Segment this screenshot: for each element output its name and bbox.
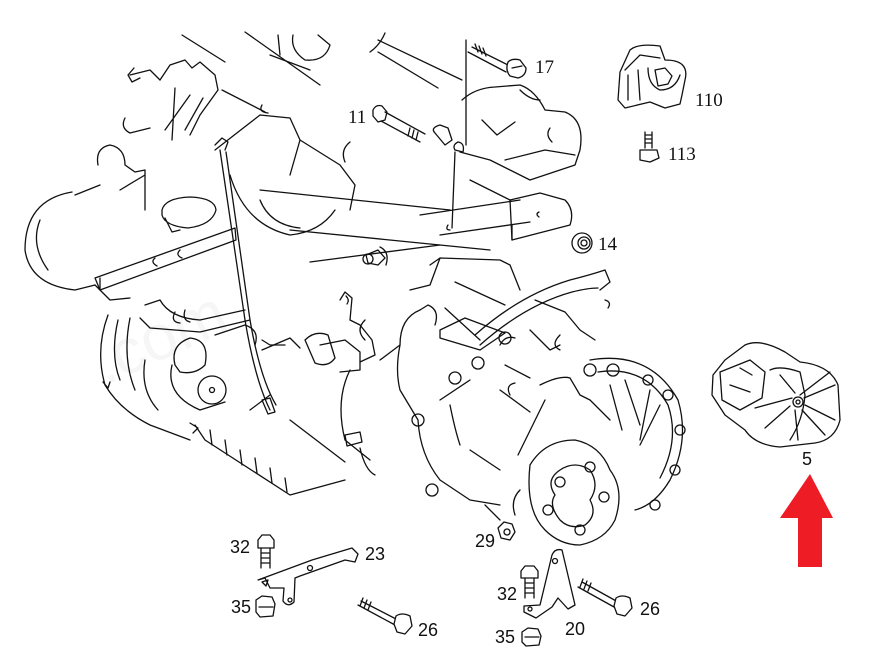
part-32-bolt-left <box>257 534 275 569</box>
part-5-rubber-mount <box>711 342 841 448</box>
part-20-bracket <box>523 548 576 619</box>
part-35-nut-left <box>255 595 276 618</box>
part-23-bracket <box>257 547 359 606</box>
transmission-housing <box>379 257 686 546</box>
highlight-arrow-icon <box>780 474 833 567</box>
part-26-bolt-right <box>577 578 633 617</box>
callout-110: 110 <box>695 90 723 111</box>
part-29-nut <box>497 521 516 541</box>
part-35-nut-center <box>521 627 542 647</box>
callout-20: 20 <box>565 619 586 639</box>
callout-26-right: 26 <box>640 599 661 619</box>
stud-fitting <box>362 246 388 266</box>
part-113-bolt <box>639 131 660 163</box>
part-26-bolt-left <box>357 597 413 635</box>
callout-5: 5 <box>802 449 813 469</box>
callout-32-left: 32 <box>230 537 251 557</box>
starter-motor <box>304 291 376 476</box>
callout-35-center: 35 <box>495 627 516 647</box>
oil-filter-housing <box>24 144 237 301</box>
part-17-bolt <box>467 43 527 79</box>
dipstick-tube <box>214 137 277 415</box>
callout-14: 14 <box>598 234 617 255</box>
callout-26-left: 26 <box>418 620 439 640</box>
callout-32-center: 32 <box>497 584 518 604</box>
part-11-bolt <box>372 104 426 143</box>
callout-11: 11 <box>348 107 367 128</box>
part-110-mount <box>617 44 687 109</box>
engine-block <box>122 31 531 263</box>
callout-35-left: 35 <box>231 597 252 617</box>
part-14-nut <box>571 232 593 254</box>
engine-mount-bracket <box>432 39 582 241</box>
engine-lower-housing <box>100 299 346 496</box>
part-32-bolt-center <box>520 565 539 599</box>
callout-29: 29 <box>475 531 496 551</box>
callout-23: 23 <box>365 544 386 564</box>
callout-113: 113 <box>668 144 696 165</box>
callout-17: 17 <box>535 57 554 78</box>
